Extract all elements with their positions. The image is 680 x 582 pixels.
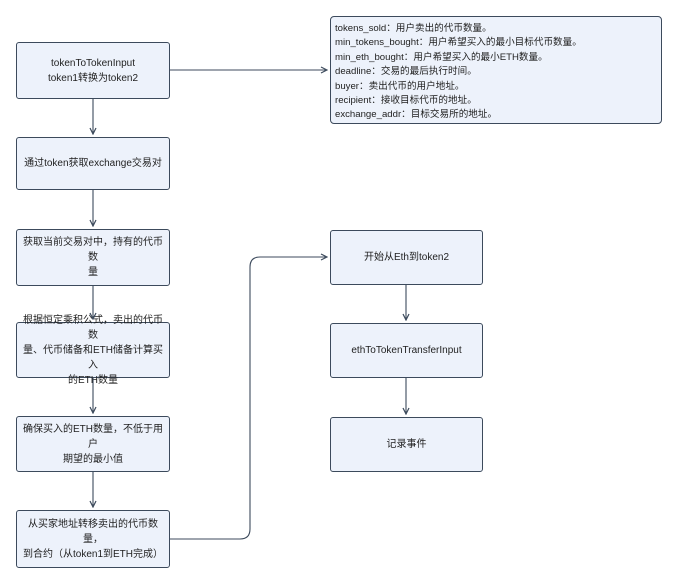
step-compute-eth-bought: 根据恒定乘积公式，卖出的代币数 量、代币储备和ETH储备计算买入 的ETH数量 (16, 315, 170, 386)
param-buyer: buyer：卖出代币的用户地址。 (335, 80, 465, 92)
step-log-event: 记录事件 (330, 417, 483, 472)
step-transfer-tokens: 从买家地址转移卖出的代币数量， 到合约（从token1到ETH完成） (16, 510, 170, 568)
step-line: 量 (88, 267, 98, 278)
step-line: tokenToTokenInput (51, 57, 135, 69)
step-line: 的ETH数量 (68, 374, 118, 386)
step-line: 从买家地址转移卖出的代币数量， (28, 518, 158, 545)
step-line: 到合约（从token1到ETH完成） (22, 548, 164, 560)
step-line: 通过token获取exchange交易对 (24, 158, 162, 169)
step-line: token1转换为token2 (47, 72, 139, 84)
arrow-transfer-to-right-flow (170, 257, 327, 540)
step-line: 期望的最小值 (63, 453, 123, 465)
step-line: 量、代币储备和ETH储备计算买入 (23, 344, 163, 371)
step-line: 根据恒定乘积公式，卖出的代币数 (23, 314, 163, 341)
step-line: ethToTokenTransferInput (351, 345, 462, 356)
step-get-exchange: 通过token获取exchange交易对 (16, 137, 170, 190)
step-token-to-token-input: tokenToTokenInput token1转换为token2 (16, 42, 170, 99)
step-get-token-reserve: 获取当前交易对中，持有的代币数 量 (16, 229, 170, 286)
step-line: 确保买入的ETH数量，不低于用户 (23, 423, 163, 450)
params-note: tokens_sold：用户卖出的代币数量。 min_tokens_bought… (330, 16, 662, 124)
step-line: 获取当前交易对中，持有的代币数 (23, 237, 163, 263)
step-line: 记录事件 (386, 439, 427, 450)
step-eth-to-token-transfer-input: ethToTokenTransferInput (330, 323, 483, 378)
param-deadline: deadline：交易的最后执行时间。 (335, 66, 477, 78)
param-tokens-sold: tokens_sold：用户卖出的代币数量。 (335, 23, 492, 34)
step-line: 开始从Eth到token2 (363, 252, 450, 263)
param-min-tokens-bought: min_tokens_bought：用户希望买入的最小目标代币数量。 (335, 37, 582, 49)
step-start-eth-to-token2: 开始从Eth到token2 (330, 230, 483, 285)
step-check-min-eth: 确保买入的ETH数量，不低于用户 期望的最小值 (16, 416, 170, 472)
param-exchange-addr: exchange_addr：目标交易所的地址。 (335, 109, 498, 121)
param-recipient: recipient：接收目标代币的地址。 (335, 95, 477, 107)
param-min-eth-bought: min_eth_bought：用户希望买入的最小ETH数量。 (335, 51, 548, 63)
